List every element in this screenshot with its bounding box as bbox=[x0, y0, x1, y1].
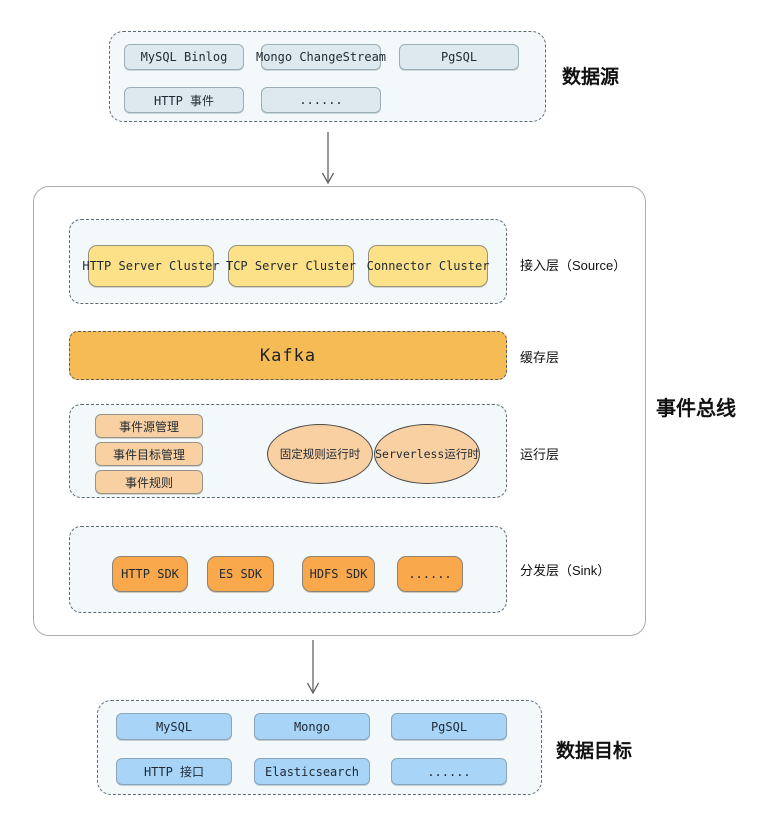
node-source-more: ...... bbox=[261, 87, 381, 113]
runtime-layer-group: 事件源管理 事件目标管理 事件规则 固定规则运行时 Serverless运行时 bbox=[69, 404, 507, 498]
node-http-api: HTTP 接口 bbox=[116, 758, 232, 785]
node-es-sdk: ES SDK bbox=[207, 556, 274, 592]
node-http-event: HTTP 事件 bbox=[124, 87, 244, 113]
datatarget-group: MySQL Mongo PgSQL HTTP 接口 Elasticsearch … bbox=[97, 700, 542, 795]
label-cache-layer: 缓存层 bbox=[520, 350, 560, 365]
node-mongo: Mongo bbox=[254, 713, 370, 740]
node-mysql-binlog: MySQL Binlog bbox=[124, 44, 244, 70]
node-kafka: Kafka bbox=[69, 331, 507, 380]
sink-layer-group: HTTP SDK ES SDK HDFS SDK ...... bbox=[69, 526, 507, 613]
eventbus-box: HTTP Server Cluster TCP Server Cluster C… bbox=[33, 186, 646, 636]
ellipse-fixed-rule-runtime: 固定规则运行时 bbox=[267, 424, 373, 484]
node-mysql: MySQL bbox=[116, 713, 232, 740]
node-event-source-mgmt: 事件源管理 bbox=[95, 414, 203, 438]
arrow-down-icon bbox=[306, 640, 320, 695]
node-http-sdk: HTTP SDK bbox=[112, 556, 188, 592]
node-event-rule: 事件规则 bbox=[95, 470, 203, 494]
node-hdfs-sdk: HDFS SDK bbox=[302, 556, 375, 592]
label-eventbus: 事件总线 bbox=[656, 398, 736, 420]
arrow-eventbus-to-datatarget bbox=[303, 639, 323, 700]
node-elasticsearch: Elasticsearch bbox=[254, 758, 370, 785]
node-mongo-changestream: Mongo ChangeStream bbox=[256, 44, 386, 70]
node-event-target-mgmt: 事件目标管理 bbox=[95, 442, 203, 466]
node-pgsql-target: PgSQL bbox=[391, 713, 507, 740]
label-access-layer: 接入层（Source） bbox=[520, 258, 627, 273]
arrow-down-icon bbox=[321, 132, 335, 185]
label-sink-layer: 分发层（Sink） bbox=[520, 563, 611, 578]
node-pgsql-source: PgSQL bbox=[399, 44, 519, 70]
arrow-datasource-to-eventbus bbox=[318, 131, 338, 190]
access-layer-group: HTTP Server Cluster TCP Server Cluster C… bbox=[69, 219, 507, 304]
node-http-server-cluster: HTTP Server Cluster bbox=[82, 245, 220, 287]
node-connector-cluster: Connector Cluster bbox=[367, 245, 489, 287]
node-tcp-server-cluster: TCP Server Cluster bbox=[226, 245, 356, 287]
label-runtime-layer: 运行层 bbox=[520, 447, 560, 462]
ellipse-serverless-runtime: Serverless运行时 bbox=[374, 424, 480, 484]
node-target-more: ...... bbox=[391, 758, 507, 785]
node-sink-more: ...... bbox=[397, 556, 463, 592]
label-datasource: 数据源 bbox=[562, 67, 620, 88]
label-datatarget: 数据目标 bbox=[556, 741, 633, 762]
datasource-group: MySQL Binlog Mongo ChangeStream PgSQL HT… bbox=[109, 31, 546, 122]
